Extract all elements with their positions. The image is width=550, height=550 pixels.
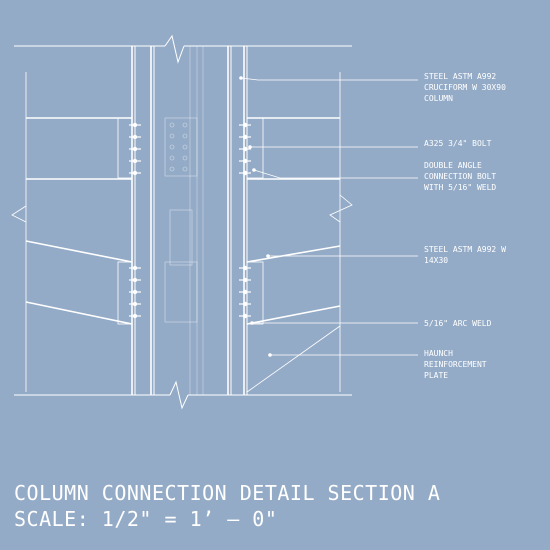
bolt-hole-icon bbox=[169, 155, 175, 161]
bolt-icon bbox=[239, 289, 251, 295]
bolt-icon bbox=[239, 313, 251, 319]
bolt-icon bbox=[239, 265, 251, 271]
callout-double-angle: DOUBLE ANGLE CONNECTION BOLT WITH 5/16" … bbox=[424, 161, 501, 192]
column-outline bbox=[14, 34, 352, 410]
bolt-icon bbox=[129, 265, 141, 271]
bolt-hole-icon bbox=[169, 166, 175, 172]
bolt-icon bbox=[239, 122, 251, 128]
leader-lines bbox=[239, 76, 418, 357]
bolt-icon bbox=[129, 122, 141, 128]
bolt-icon bbox=[129, 146, 141, 152]
bolt-icon bbox=[129, 313, 141, 319]
bolt-hole-icon bbox=[169, 144, 175, 150]
bolt-icon bbox=[239, 134, 251, 140]
bolt-icon bbox=[239, 170, 251, 176]
callout-column: STEEL ASTM A992 CRUCIFORM W 30X90 COLUMN bbox=[424, 72, 511, 103]
drawing-title: COLUMN CONNECTION DETAIL SECTION A bbox=[14, 481, 441, 505]
right-beams bbox=[246, 72, 353, 393]
callout-beam: STEEL ASTM A992 W 14X30 bbox=[424, 245, 511, 265]
bolt-icon bbox=[239, 277, 251, 283]
bolt-icon bbox=[129, 158, 141, 164]
bolt-icon bbox=[129, 301, 141, 307]
bolt-icon bbox=[129, 277, 141, 283]
bolt-icon bbox=[129, 134, 141, 140]
callout-haunch: HAUNCH REINFORCEMENT PLATE bbox=[424, 349, 491, 380]
drawing-title-block: COLUMN CONNECTION DETAIL SECTION A SCALE… bbox=[14, 480, 440, 532]
drawing-scale: SCALE: 1/2" = 1’ – 0" bbox=[14, 507, 278, 531]
bolt-hole-icon bbox=[182, 122, 188, 128]
left-beams bbox=[11, 72, 133, 392]
bolt-hole-icon bbox=[182, 155, 188, 161]
bolt-hole-icon bbox=[182, 144, 188, 150]
callout-bolt: A325 3/4" BOLT bbox=[424, 139, 492, 148]
bolt-icon bbox=[129, 289, 141, 295]
bolt-hole-icon bbox=[169, 122, 175, 128]
bolt-hole-icon bbox=[182, 133, 188, 139]
bolt-hole-icon bbox=[182, 166, 188, 172]
bolt-hole-icon bbox=[169, 133, 175, 139]
bolt-icon bbox=[239, 146, 251, 152]
bolt-icon bbox=[239, 301, 251, 307]
bolt-icon bbox=[129, 170, 141, 176]
connection-plates bbox=[117, 117, 264, 325]
bolt-icon bbox=[239, 158, 251, 164]
callout-arc-weld: 5/16" ARC WELD bbox=[424, 319, 492, 328]
bolt-group bbox=[129, 122, 251, 319]
